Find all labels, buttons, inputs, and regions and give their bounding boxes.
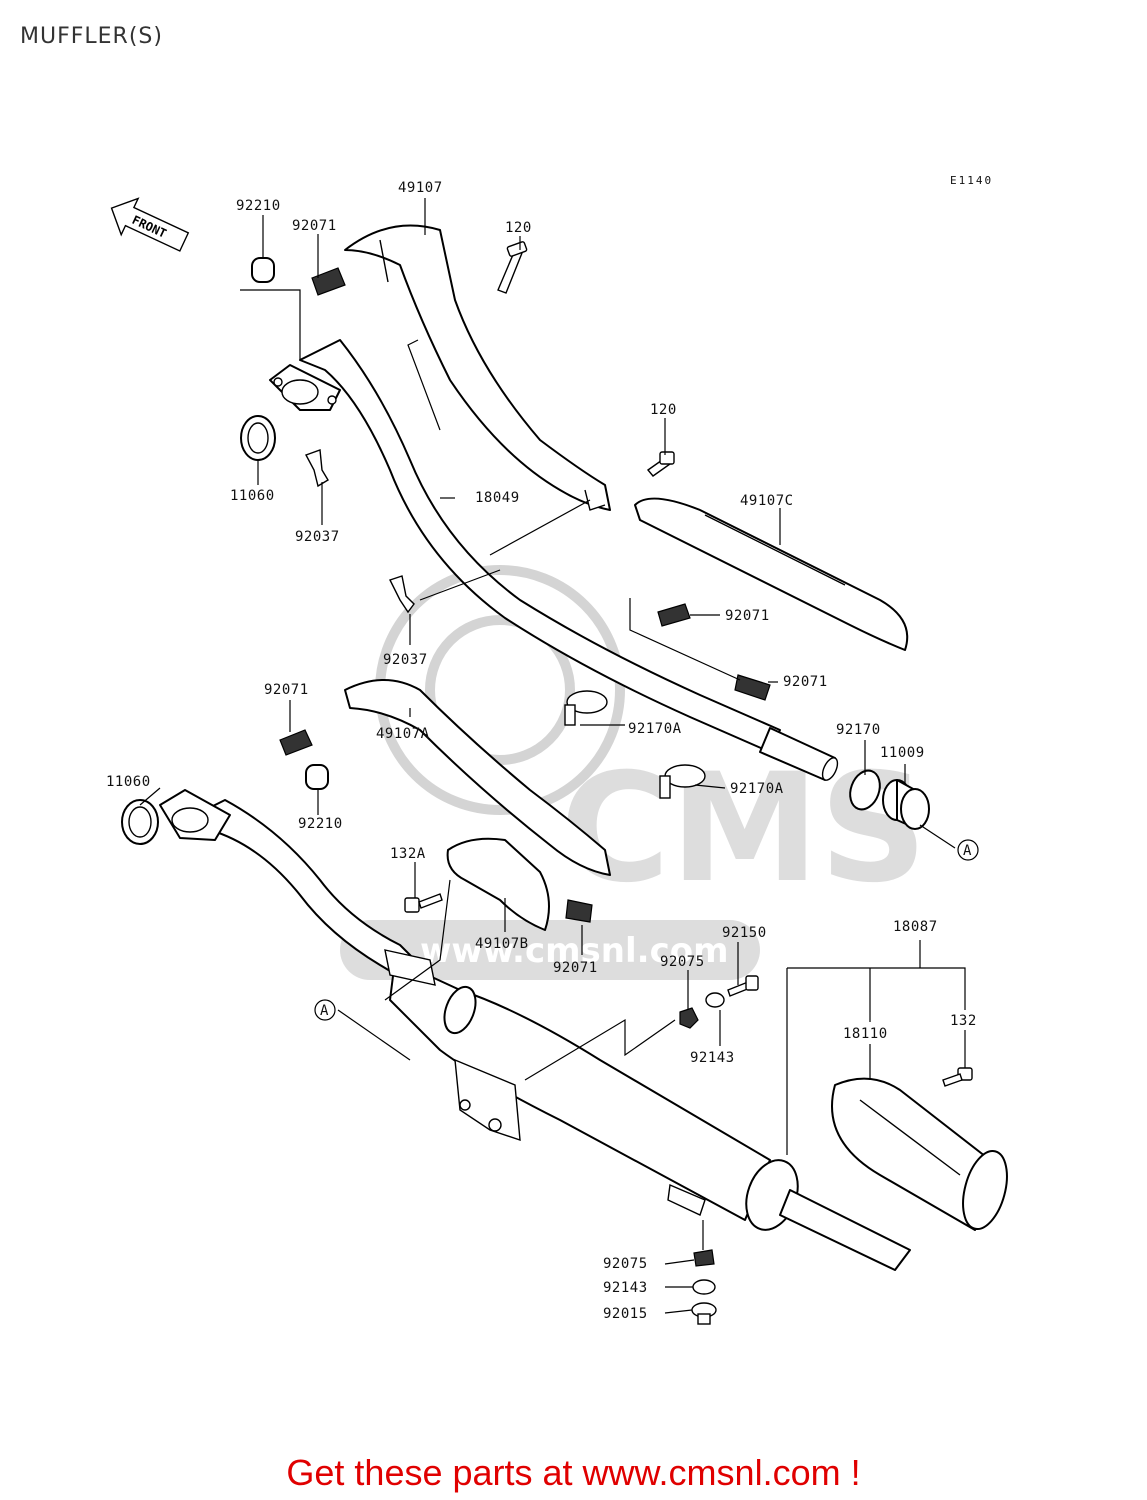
gasket-11060-bottom <box>121 799 159 845</box>
watermark-text: CMS <box>560 742 927 916</box>
bracket-92037-mid <box>389 575 415 614</box>
label-92071-right: 92071 <box>783 674 828 690</box>
collar-92210-top <box>251 257 275 283</box>
label-120-mid: 120 <box>650 402 677 418</box>
bolt-132 <box>942 1067 973 1087</box>
label-92210-top: 92210 <box>236 198 281 214</box>
label-92170A-1: 92170A <box>628 721 682 737</box>
svg-text:A: A <box>963 843 972 859</box>
label-11060-bottom: 11060 <box>106 774 151 790</box>
label-132A: 132A <box>390 846 426 862</box>
damper-92071-bottom <box>565 899 593 923</box>
label-49107A: 49107A <box>376 726 430 742</box>
bracket-92037-top <box>305 449 329 488</box>
label-18087: 18087 <box>893 919 938 935</box>
diagram-code: E1140 <box>950 174 993 187</box>
part-labels: 92210 92071 49107 120 11060 92037 120 18… <box>106 180 977 1322</box>
label-18049: 18049 <box>475 490 520 506</box>
collar-92210-bottom <box>305 764 329 790</box>
watermark-url: www.cmsnl.com <box>420 931 729 971</box>
label-18110: 18110 <box>843 1026 888 1042</box>
label-92071-bottom: 92071 <box>553 960 598 976</box>
label-92170: 92170 <box>836 722 881 738</box>
label-92143-bottom: 92143 <box>603 1280 648 1296</box>
bolt-120-top <box>497 241 528 294</box>
label-92210-bottom: 92210 <box>298 816 343 832</box>
exhaust-flange-lower <box>159 789 231 841</box>
muffler-tip-18110 <box>831 1077 1008 1231</box>
ref-marker-a-left: A <box>314 999 336 1021</box>
svg-text:A: A <box>320 1003 329 1019</box>
bolt-92150 <box>727 975 759 997</box>
bolt-120-mid <box>646 451 675 477</box>
washer-92143-top <box>705 992 725 1008</box>
label-11009: 11009 <box>880 745 925 761</box>
damper-92071-right <box>734 674 771 701</box>
label-92143-top: 92143 <box>690 1050 735 1066</box>
label-92071-left: 92071 <box>264 682 309 698</box>
label-49107C: 49107C <box>740 493 794 509</box>
label-92075-bottom: 92075 <box>603 1256 648 1272</box>
label-92150: 92150 <box>722 925 767 941</box>
label-92015: 92015 <box>603 1306 648 1322</box>
heat-shield-49107B <box>446 837 550 931</box>
footer-cta-link[interactable]: Get these parts at www.cmsnl.com ! <box>286 1452 861 1493</box>
label-92075-top: 92075 <box>660 954 705 970</box>
clamp-92170 <box>849 769 881 811</box>
clamp-92170A-lower <box>659 764 706 799</box>
leader-lines <box>139 198 966 1314</box>
gasket-11060-top <box>240 415 276 461</box>
label-49107B: 49107B <box>475 936 529 952</box>
damper-92015 <box>691 1302 717 1325</box>
exhaust-flange-upper <box>269 364 341 411</box>
damper-92071-mid <box>657 603 691 627</box>
heat-shield-49107C <box>634 497 909 651</box>
label-132: 132 <box>950 1013 977 1029</box>
heat-shield-49107A <box>344 679 611 876</box>
pipe-end <box>759 727 839 781</box>
label-92037-top: 92037 <box>295 529 340 545</box>
clamp-92170A-upper <box>564 690 608 726</box>
bolt-132A <box>404 893 443 913</box>
label-92071-top: 92071 <box>292 218 337 234</box>
label-92071-mid: 92071 <box>725 608 770 624</box>
muffler-18087 <box>384 949 911 1271</box>
damper-92071-top <box>311 267 346 296</box>
page-title: MUFFLER(S) <box>20 24 163 49</box>
label-120-top: 120 <box>505 220 532 236</box>
label-92037-mid: 92037 <box>383 652 428 668</box>
washer-92143-bottom <box>692 1279 716 1295</box>
ref-marker-a-right: A <box>957 839 979 861</box>
watermark: CMS www.cmsnl.com <box>340 565 927 980</box>
sleeve-11009 <box>882 779 930 830</box>
label-49107: 49107 <box>398 180 443 196</box>
label-11060-top: 11060 <box>230 488 275 504</box>
front-arrow-icon: FRONT <box>110 197 190 252</box>
damper-92071-left <box>279 729 313 756</box>
nut-92075-bottom <box>693 1249 715 1267</box>
label-92170A-2: 92170A <box>730 781 784 797</box>
nut-92075-top <box>679 1007 699 1029</box>
